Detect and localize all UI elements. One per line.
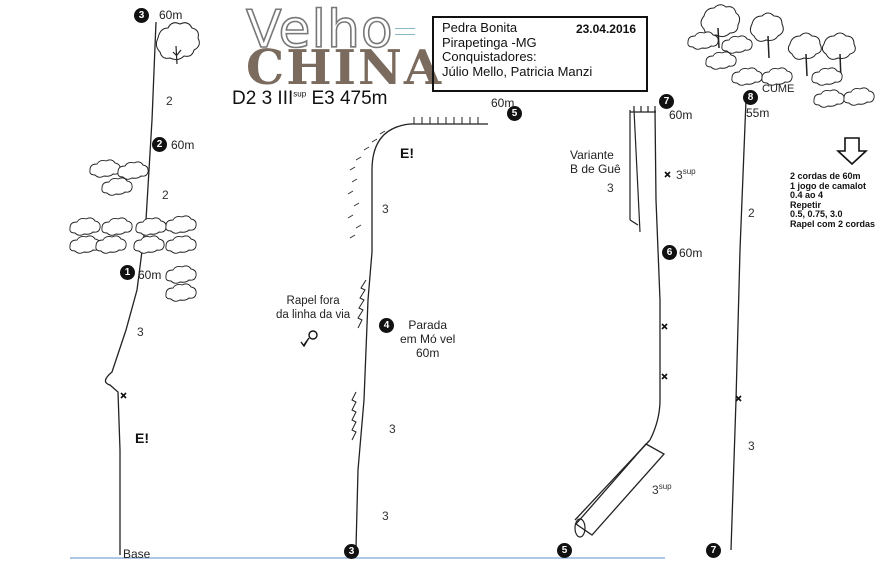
route-line-panel4	[730, 99, 747, 551]
station-length: 60m	[669, 108, 693, 122]
grade-suffix: E3 475m	[311, 88, 388, 109]
gear-line: 0.4 ao 4	[790, 190, 824, 200]
station-length: 55m	[746, 106, 770, 120]
crack-upper	[357, 279, 367, 329]
base-label: Base	[123, 547, 151, 561]
gear-line: 1 jogo de camalot	[790, 180, 867, 191]
grade-prefix: D2 3 III	[232, 88, 294, 109]
info-date: 23.04.2016	[575, 22, 636, 36]
gear-line: Rapel com 2 cordas	[790, 218, 876, 229]
summit-label: CUME	[762, 83, 795, 95]
info-location: Pedra Bonita	[442, 20, 518, 35]
down-arrow-icon	[835, 137, 869, 166]
station-length: 60m	[159, 8, 183, 22]
rapel-note-line: da linha da via	[276, 309, 351, 321]
station-marker: 8	[743, 90, 758, 105]
pitch-grade-sup: 3sup	[652, 482, 672, 497]
logo-velho: Velho	[245, 0, 394, 61]
variante-note: Variante B de Guê	[570, 148, 621, 176]
grade-sup: sup	[682, 167, 696, 176]
gear-line: 0.5, 0.75, 3.0	[790, 209, 843, 219]
top-anchor	[630, 106, 656, 113]
pitch-grade: 3	[137, 325, 144, 339]
variante-note-line: B de Guê	[570, 162, 621, 176]
ledge-ticks	[413, 117, 479, 124]
parada-length: 60m	[416, 346, 440, 360]
parada-note: Parada em Mó vel 60m	[400, 318, 455, 360]
logo-china: CHINA	[246, 40, 444, 96]
pitch-grade: 3	[652, 483, 659, 497]
station-length: 60m	[138, 268, 162, 282]
route-line-panel1	[104, 21, 157, 555]
logo-mark	[393, 22, 419, 40]
crack-lower	[351, 391, 357, 441]
station-marker: 7	[706, 543, 721, 558]
variant-line-c	[633, 109, 641, 233]
pitch-grade: 3	[382, 509, 389, 523]
pitch-grade: 3	[748, 439, 755, 453]
ramp-block	[575, 443, 666, 536]
info-region: Pirapetinga -MG	[442, 34, 537, 50]
pitch-grade-sup: 3sup	[676, 167, 696, 182]
station-marker: 5	[507, 106, 522, 121]
pitch-grade: 3	[676, 168, 683, 182]
route-line-panel3	[649, 109, 661, 441]
station-marker: 2	[152, 137, 167, 152]
station-marker: 7	[659, 94, 674, 109]
cloud-icons	[69, 31, 875, 302]
parada-note-line: em Mó vel	[400, 332, 456, 346]
grade-sup: sup	[658, 482, 672, 491]
exposure-mark: E!	[400, 145, 414, 161]
info-climbers: Júlio Mello, Patricia Manzi	[442, 63, 593, 79]
ramp-boulder	[574, 518, 586, 538]
station-marker: 3	[344, 544, 359, 559]
pitch-grade: 3	[382, 202, 389, 216]
grade-sup: sup	[293, 89, 307, 99]
exposure-mark: E!	[135, 430, 149, 446]
parada-note-line: Parada	[408, 318, 448, 332]
pitch-grade: 3	[389, 422, 396, 436]
gear-line: Repetir	[790, 199, 822, 210]
station-length: 60m	[491, 96, 515, 110]
gear-list: 2 cordas de 60m 1 jogo de camalot 0.4 ao…	[790, 171, 876, 229]
rapel-arrow	[300, 330, 318, 348]
station-length: 60m	[679, 246, 703, 260]
route-line-panel2	[355, 123, 411, 549]
pitch-grade: 2	[162, 188, 169, 202]
tree-icon	[155, 22, 200, 65]
pitch-grade: 2	[166, 94, 173, 108]
pitch-grade: 2	[748, 206, 755, 220]
variante-note-line: Variante	[570, 148, 614, 162]
rapel-note-line: Rapel fora	[286, 295, 340, 307]
gear-line: 2 cordas de 60m	[790, 171, 861, 181]
station-marker: 4	[379, 318, 394, 333]
variant-line-b	[629, 219, 639, 226]
station-marker: 6	[662, 245, 677, 260]
info-label: Conquistadores:	[442, 49, 537, 64]
rapel-note: Rapel fora da linha da via	[276, 294, 350, 322]
station-marker: 5	[557, 543, 572, 558]
route-grade: D2 3 IIIsup E3 475m	[232, 88, 387, 110]
pitch-grade: 3	[607, 181, 614, 195]
info-box: Pedra Bonita Pirapetinga -MG Conquistado…	[432, 16, 648, 92]
station-marker: 3	[134, 8, 149, 23]
station-marker: 1	[120, 265, 135, 280]
station-length: 60m	[171, 138, 195, 152]
grass-marks	[347, 130, 386, 239]
bolt-marks	[120, 171, 742, 402]
